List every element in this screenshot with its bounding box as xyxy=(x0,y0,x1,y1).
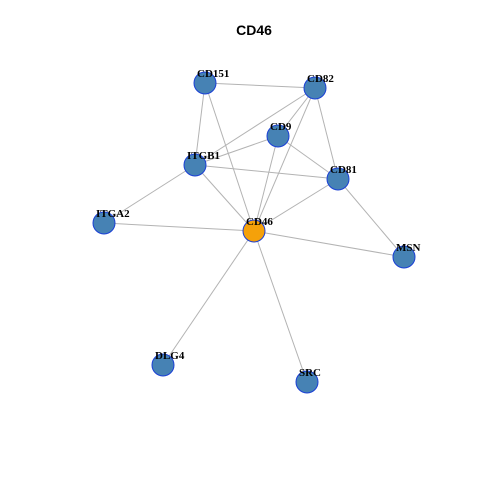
node-cd9 xyxy=(266,124,290,148)
node-label-itgb1: ITGB1 xyxy=(187,150,220,162)
edge-cd46-src xyxy=(253,230,308,383)
node-label-cd9: CD9 xyxy=(270,121,292,133)
node-cd151 xyxy=(193,71,217,95)
node-label-dlg4: DLG4 xyxy=(155,350,185,362)
edge-cd9-itgb1 xyxy=(194,135,279,166)
edge-cd81-msn xyxy=(337,178,405,258)
node-cd46 xyxy=(242,219,266,243)
node-cd82 xyxy=(303,76,327,100)
edge-cd46-msn xyxy=(253,230,405,258)
edge-layer xyxy=(103,82,405,383)
node-label-itga2: ITGA2 xyxy=(96,208,130,220)
edge-cd82-cd46 xyxy=(253,87,316,232)
edge-cd9-cd81 xyxy=(277,135,339,180)
node-itga2 xyxy=(92,211,116,235)
edge-itgb1-cd81 xyxy=(194,164,339,180)
node-msn xyxy=(392,245,416,269)
node-label-src: SRC xyxy=(299,367,321,379)
edge-itgb1-itga2 xyxy=(103,164,196,224)
edge-cd151-cd46 xyxy=(204,82,255,232)
edge-cd9-cd46 xyxy=(253,135,279,232)
edge-itgb1-cd46 xyxy=(194,164,255,232)
node-cd81 xyxy=(326,167,350,191)
node-label-cd151: CD151 xyxy=(197,68,229,80)
node-src xyxy=(295,370,319,394)
edge-itga2-cd46 xyxy=(103,222,255,232)
edge-cd46-dlg4 xyxy=(162,230,255,366)
edge-cd82-cd81 xyxy=(314,87,339,180)
edge-cd151-itgb1 xyxy=(194,82,206,166)
edge-cd81-cd46 xyxy=(253,178,339,232)
node-itgb1 xyxy=(183,153,207,177)
node-dlg4 xyxy=(151,353,175,377)
node-label-msn: MSN xyxy=(396,242,421,254)
node-label-cd46: CD46 xyxy=(246,216,273,228)
diagram-title: CD46 xyxy=(236,22,272,38)
node-label-cd81: CD81 xyxy=(330,164,357,176)
edge-cd151-cd82 xyxy=(204,82,316,89)
node-label-cd82: CD82 xyxy=(307,73,334,85)
edge-cd82-itgb1 xyxy=(194,87,316,166)
